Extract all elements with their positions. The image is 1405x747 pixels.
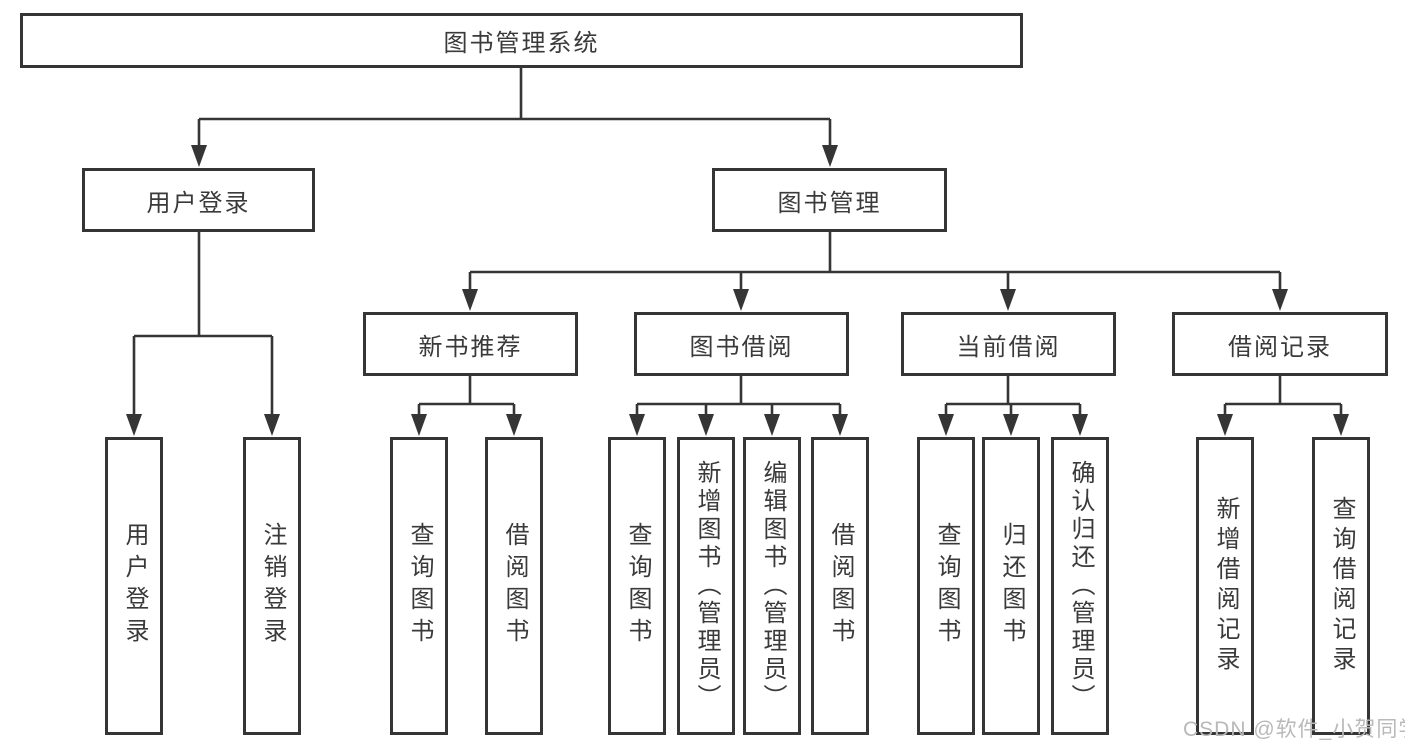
leaf-current-query-book-label: 查询图书 [933, 522, 960, 650]
leaf-record-query-label: 查询借阅记录 [1328, 496, 1355, 676]
leaf-current-confirm-return-admin-label: 确认归还（管理员） [1067, 460, 1094, 712]
leaf-record-add-label: 新增借阅记录 [1212, 496, 1239, 676]
leaf-newrec-borrow-book: 借阅图书 [485, 437, 543, 735]
node-book-borrow: 图书借阅 [634, 312, 849, 376]
node-user-login: 用户登录 [82, 168, 315, 232]
node-root: 图书管理系统 [20, 13, 1023, 68]
leaf-logout: 注销登录 [243, 437, 301, 735]
node-book-management: 图书管理 [712, 168, 947, 232]
leaf-user-login-label: 用户登录 [121, 522, 148, 650]
leaf-borrow-borrow-book: 借阅图书 [811, 437, 869, 735]
node-current-borrow: 当前借阅 [901, 312, 1116, 376]
leaf-borrow-edit-book-admin-label: 编辑图书（管理员） [759, 460, 786, 712]
leaf-borrow-query-book-label: 查询图书 [624, 522, 651, 650]
csdn-watermark: CSDN @软件_小贺同学 [1183, 718, 1405, 741]
leaf-record-query: 查询借阅记录 [1312, 437, 1370, 735]
leaf-borrow-add-book-admin-label: 新增图书（管理员） [693, 460, 720, 712]
leaf-current-confirm-return-admin: 确认归还（管理员） [1051, 437, 1109, 735]
leaf-borrow-query-book: 查询图书 [608, 437, 666, 735]
leaf-user-login: 用户登录 [105, 437, 163, 735]
node-borrow-record: 借阅记录 [1172, 312, 1388, 376]
leaf-borrow-edit-book-admin: 编辑图书（管理员） [743, 437, 801, 735]
leaf-newrec-query-book: 查询图书 [390, 437, 448, 735]
leaf-logout-label: 注销登录 [259, 522, 286, 650]
leaf-newrec-borrow-book-label: 借阅图书 [501, 522, 528, 650]
leaf-current-return-book-label: 归还图书 [998, 522, 1025, 650]
leaf-newrec-query-book-label: 查询图书 [406, 522, 433, 650]
leaf-current-query-book: 查询图书 [917, 437, 975, 735]
leaf-borrow-borrow-book-label: 借阅图书 [827, 522, 854, 650]
node-new-book-recommend: 新书推荐 [363, 312, 578, 376]
leaf-record-add: 新增借阅记录 [1196, 437, 1254, 735]
leaf-current-return-book: 归还图书 [982, 437, 1040, 735]
leaf-borrow-add-book-admin: 新增图书（管理员） [677, 437, 735, 735]
